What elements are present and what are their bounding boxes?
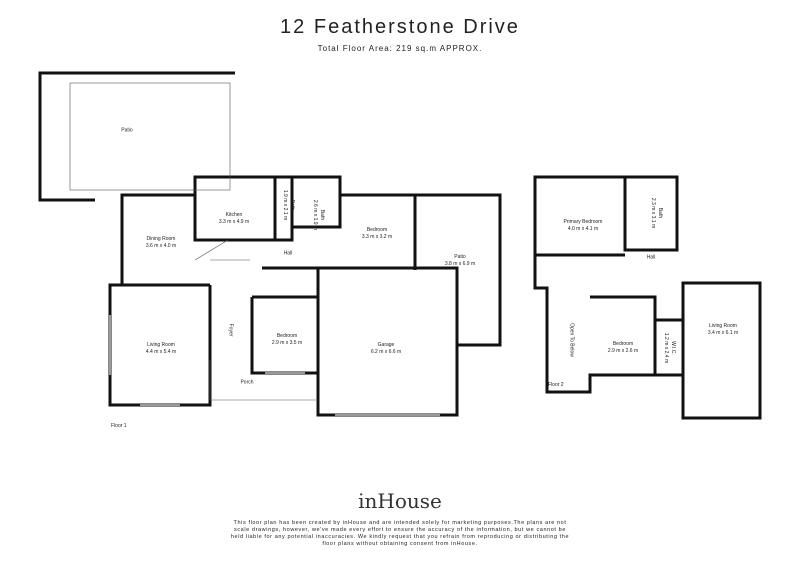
floor-1-thin-lines (69, 82, 318, 401)
disclaimer-text: This floor plan has been created by inHo… (230, 520, 570, 547)
floor-1-label: Floor 1 (111, 423, 127, 429)
room-label-porch: Porch (240, 379, 254, 386)
floor-2-label: Floor 2 (548, 382, 564, 388)
floor-2-walls (533, 175, 762, 420)
total-floor-area: Total Floor Area: 219 sq.m APPROX. (317, 44, 483, 53)
inhouse-logo: inHouse (358, 489, 442, 513)
room-label-foyer: Foyer (227, 323, 234, 337)
room-label-hall-2: Hall (646, 254, 656, 261)
room-label-open-to-below: Open To Below (568, 323, 575, 357)
page-title: 12 Featherstone Drive (280, 16, 520, 38)
room-label-patio-1: Patio (121, 127, 133, 134)
room-label-hall-1: Hall (283, 250, 293, 257)
room-label-wic: W.I.C.1.2 m x 2.4 m (663, 332, 676, 364)
floor-1-walls (38, 71, 502, 417)
